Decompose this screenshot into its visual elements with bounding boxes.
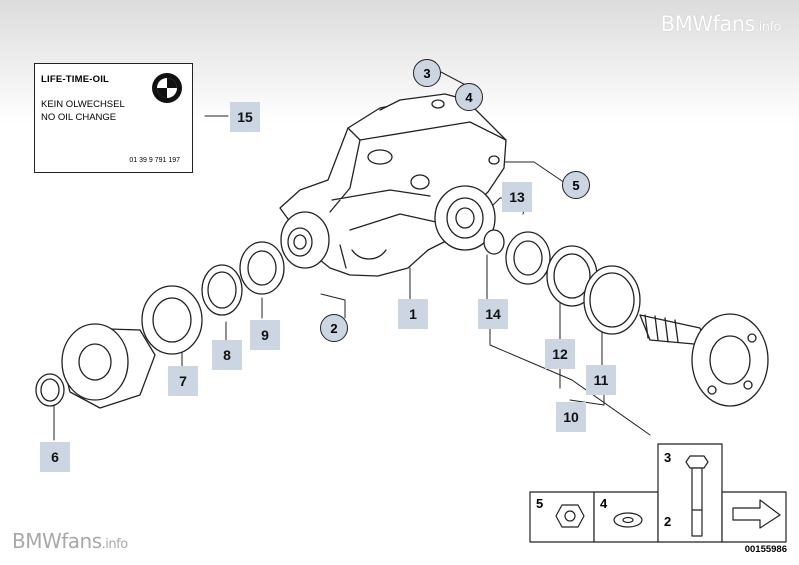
callout-2: 2 xyxy=(320,314,348,342)
callout-15: 15 xyxy=(230,102,260,132)
watermark-bottom: BMWfans.info xyxy=(12,529,128,553)
callout-11: 11 xyxy=(586,365,616,395)
label-line-en: NO OIL CHANGE xyxy=(41,112,117,123)
label-title: LIFE-TIME-OIL xyxy=(41,74,110,85)
callout-1: 1 xyxy=(398,299,428,329)
label-part-number: 01 39 9 791 197 xyxy=(129,157,180,164)
spacer-ring-8 xyxy=(201,264,243,316)
deflector-plate-7 xyxy=(141,285,203,355)
differential-housing xyxy=(279,93,507,277)
output-shaft-10 xyxy=(639,313,769,407)
callout-6: 6 xyxy=(40,442,70,472)
callout-7: 7 xyxy=(168,366,198,396)
label-line-de: KEIN OLWECHSEL xyxy=(41,99,125,110)
callout-13: 13 xyxy=(502,182,532,212)
pinion-seal-9 xyxy=(239,241,285,295)
output-flange-6 xyxy=(35,323,156,409)
inset-label-2: 2 xyxy=(664,514,672,529)
callout-14: 14 xyxy=(478,299,508,329)
callout-5: 5 xyxy=(562,171,590,199)
hardware-inset xyxy=(529,443,787,543)
callout-3: 3 xyxy=(413,59,441,87)
watermark-top: BMWfans.info xyxy=(660,12,782,36)
callout-4: 4 xyxy=(455,83,483,111)
bmw-logo-icon xyxy=(152,73,182,103)
callout-9: 9 xyxy=(250,320,280,350)
callout-12: 12 xyxy=(545,339,575,369)
callout-8: 8 xyxy=(212,340,242,370)
inset-label-5: 5 xyxy=(536,496,544,511)
drawing-reference-number: 00155986 xyxy=(744,544,787,555)
seal-ring-14 xyxy=(483,229,505,255)
bearing-13 xyxy=(505,231,551,285)
inset-label-4: 4 xyxy=(600,496,608,511)
callout-10: 10 xyxy=(556,402,586,432)
inset-label-3: 3 xyxy=(664,450,672,465)
shim-11 xyxy=(583,265,641,335)
lifetime-oil-label: LIFE-TIME-OIL KEIN OLWECHSEL NO OIL CHAN… xyxy=(34,63,193,173)
